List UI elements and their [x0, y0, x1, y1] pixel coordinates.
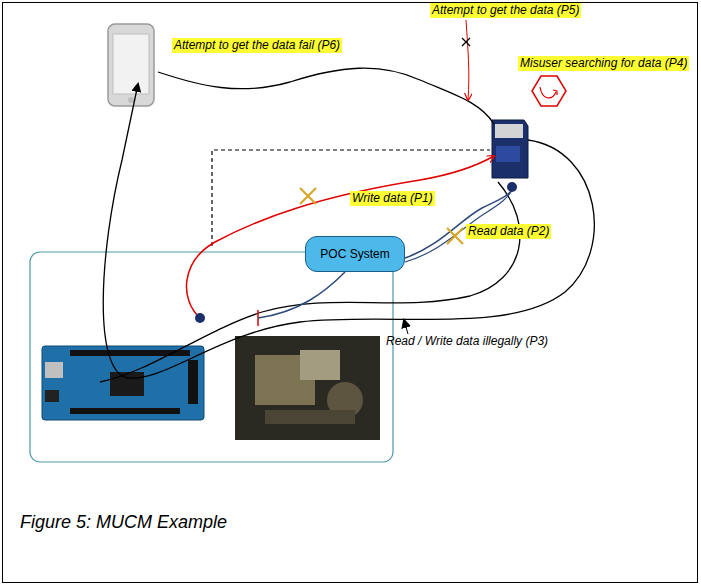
block-mark [462, 38, 470, 46]
system-boundary [30, 252, 393, 462]
endpoint-dot [507, 182, 517, 192]
callout-label: Read data (P2) [466, 224, 551, 239]
callout-label: Attempt to get the data (P5) [430, 3, 581, 18]
frame [3, 3, 698, 583]
motor-photo [235, 336, 380, 440]
access-line [158, 68, 494, 124]
phone-icon [108, 24, 154, 106]
process-box: POC System [305, 236, 405, 272]
arduino-board [42, 346, 204, 420]
callout-label: Write data (P1) [350, 191, 435, 206]
dashed-link [212, 150, 490, 246]
callout-label: Read / Write data illegally (P3) [386, 334, 548, 349]
figure-caption: Figure 5: MUCM Example [20, 512, 227, 533]
leader-line [404, 320, 408, 334]
write-line [186, 156, 494, 318]
endpoint-dot [195, 313, 205, 323]
read-line [258, 272, 345, 318]
sd-card-icon [492, 120, 528, 178]
misuser-symbol [532, 76, 566, 106]
node-text: POC System [320, 247, 389, 261]
callout-label: Misuser searching for data (P4) [518, 56, 689, 71]
illegal-path [100, 182, 520, 382]
callout-label: Attempt to get the data fail (P6) [172, 38, 342, 53]
attempt-line [466, 20, 469, 100]
misuse-path [103, 84, 594, 378]
